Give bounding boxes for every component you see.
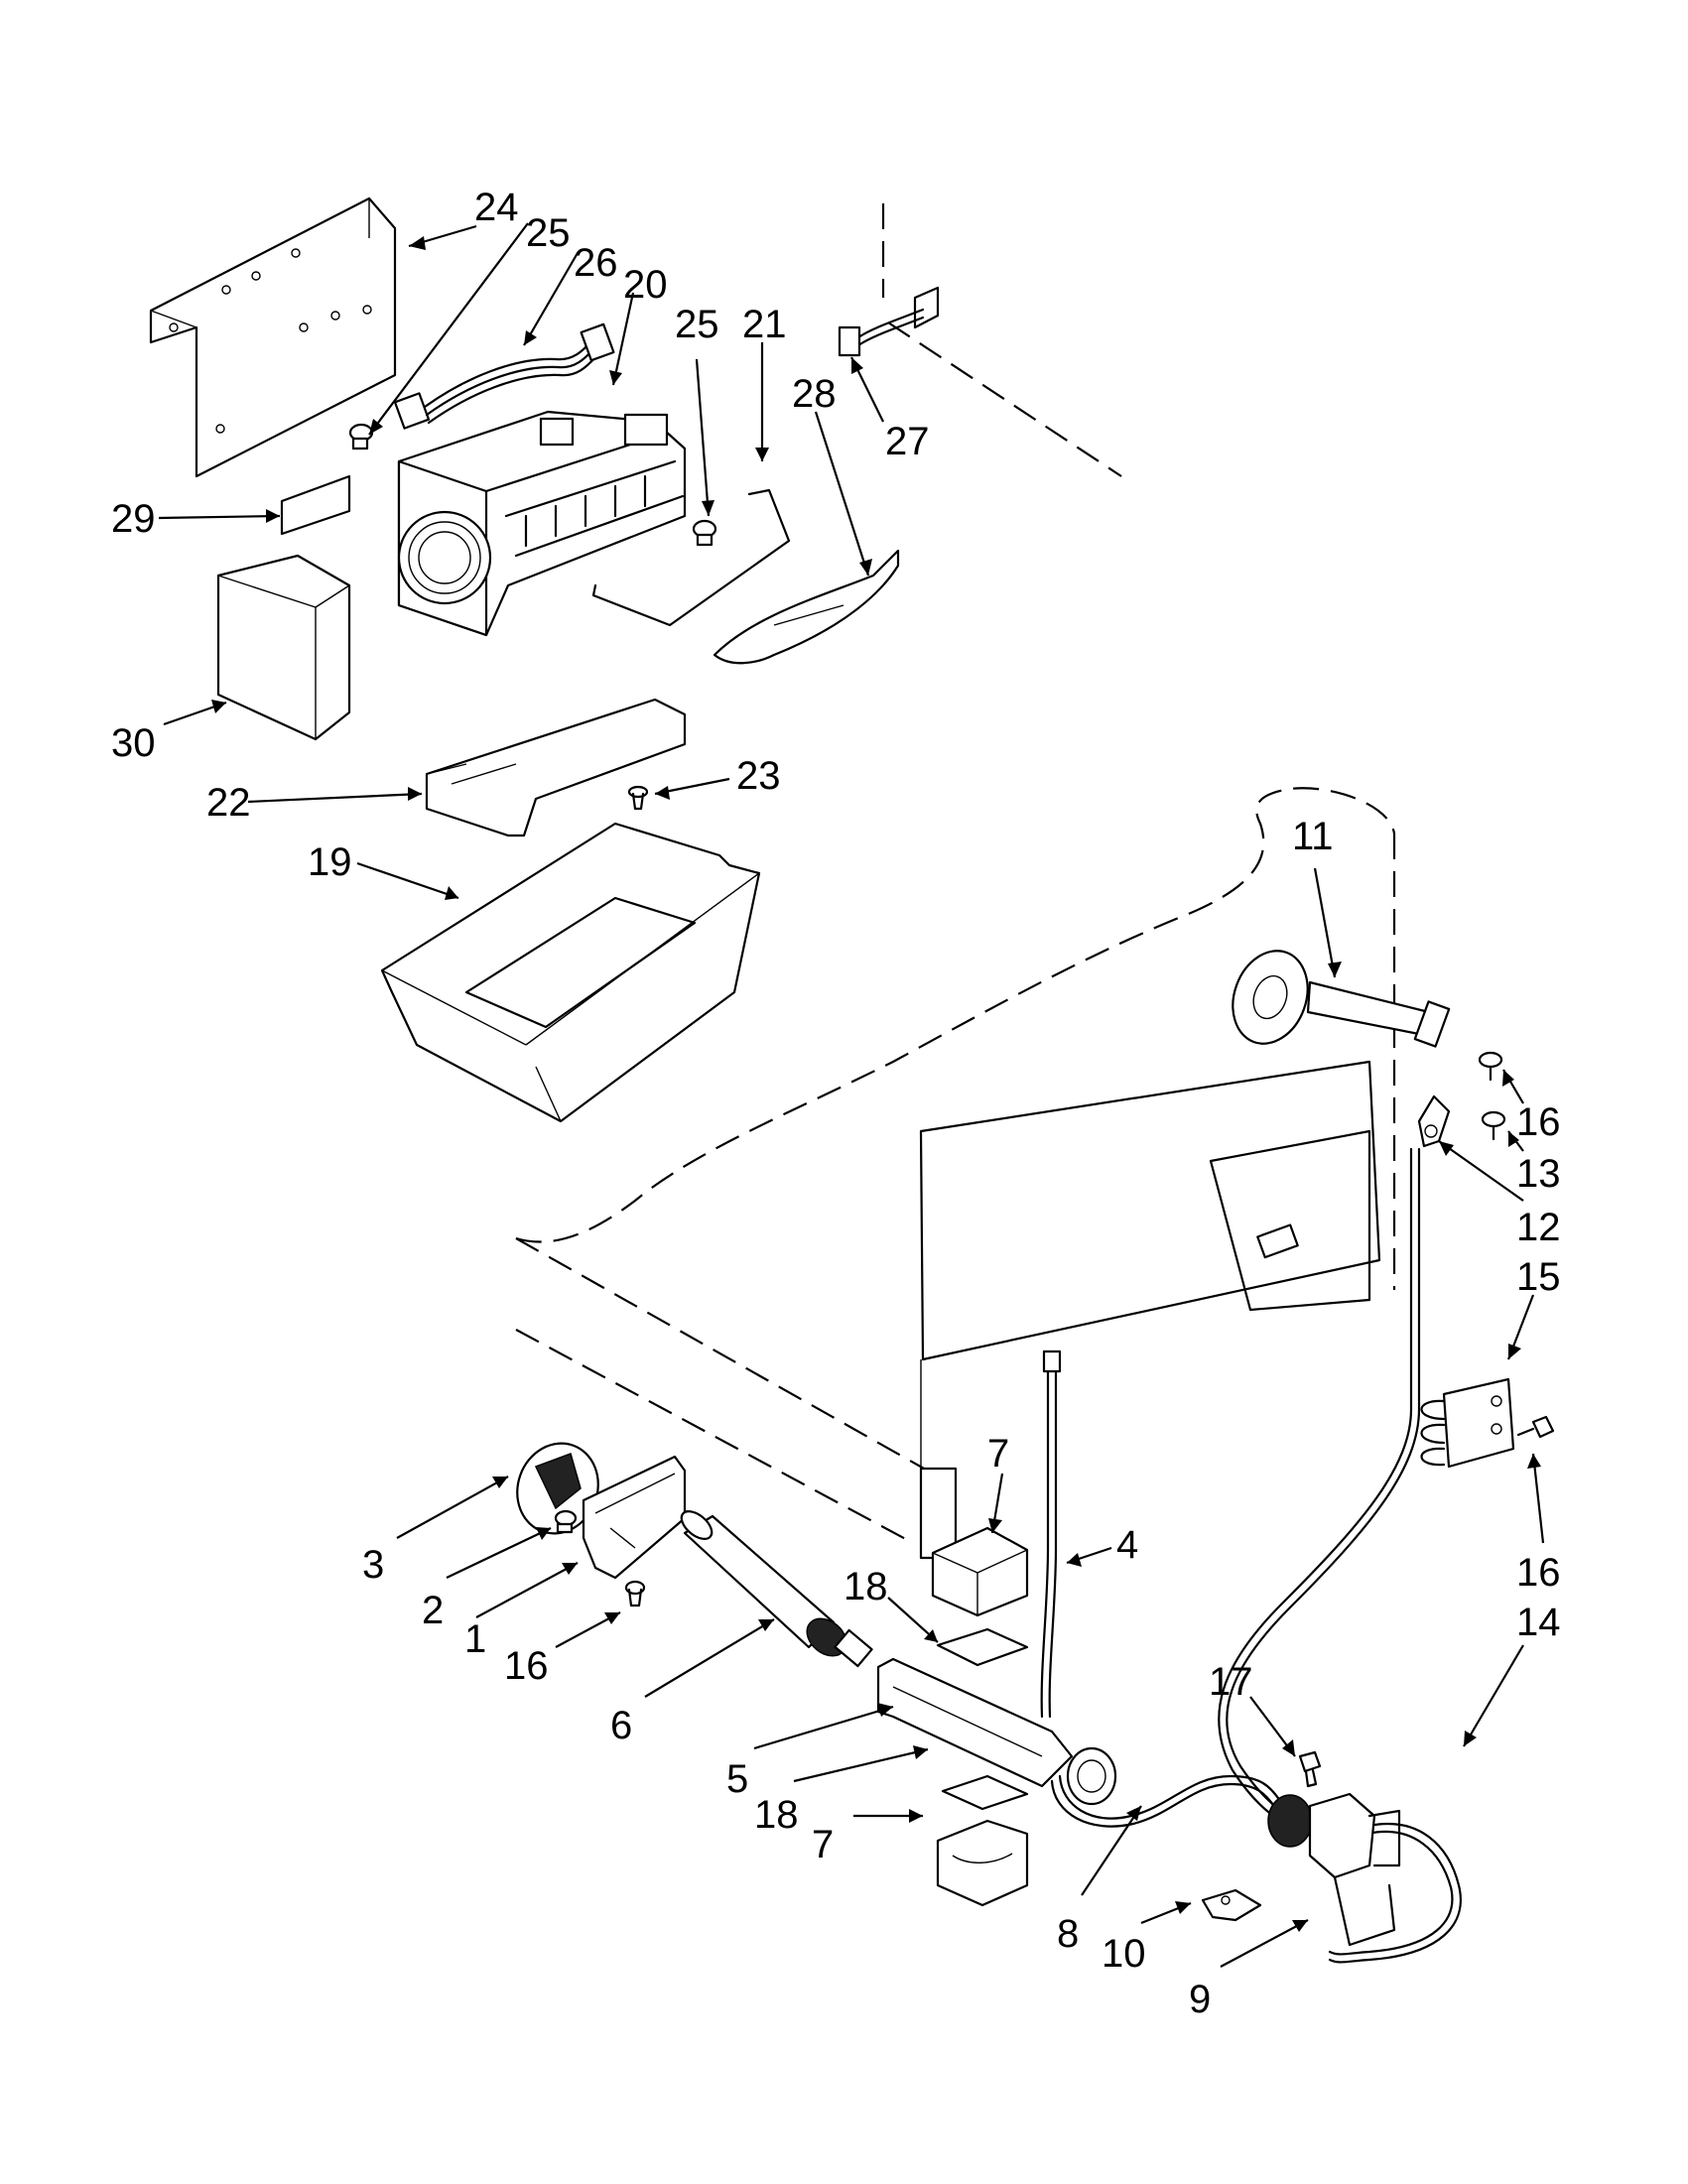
callout-20: 20: [623, 263, 668, 307]
callout-13: 13: [1516, 1152, 1561, 1196]
callout-8: 8: [1057, 1912, 1079, 1956]
clip-part-12: [1417, 1094, 1451, 1148]
screw-part-25a: [348, 423, 374, 450]
label-part-29: [280, 474, 351, 536]
cover-part-28: [713, 549, 900, 665]
callout-4: 4: [1116, 1523, 1138, 1567]
mounting-bracket-part-24: [149, 196, 397, 478]
plate-part-22: [425, 698, 687, 837]
cabinet-outline: [515, 787, 1396, 1560]
foam-block-part-7a: [931, 1526, 1029, 1617]
push-pin-part-23: [627, 785, 649, 811]
screw-part-17: [1298, 1750, 1322, 1788]
screw-part-16b: [1516, 1415, 1555, 1439]
screw-part-2: [554, 1509, 578, 1534]
callout-24: 24: [474, 186, 519, 229]
callout-5: 5: [726, 1757, 748, 1801]
fill-tube-part-11: [1232, 950, 1451, 1048]
callout-28: 28: [792, 372, 837, 416]
ice-maker-part-20: [397, 410, 687, 637]
water-valve-part-9: [1267, 1792, 1401, 1947]
callout-7a: 7: [987, 1432, 1009, 1476]
label-part-18a: [936, 1627, 1029, 1667]
box-part-30: [216, 554, 351, 741]
callout-labels: 24 25 26 20 25 21 28 27 29 30 22 23 19 1…: [111, 186, 1561, 2021]
water-filter-part-6: [680, 1510, 873, 1668]
callout-2: 2: [422, 1589, 444, 1632]
screw-part-13: [1481, 1110, 1506, 1141]
callout-14: 14: [1516, 1601, 1561, 1644]
callout-22: 22: [206, 781, 251, 825]
callout-16b: 16: [1516, 1551, 1561, 1595]
callout-7b: 7: [812, 1823, 834, 1866]
callout-18a: 18: [844, 1565, 888, 1608]
callout-3: 3: [362, 1543, 384, 1587]
push-pin-part-16c: [624, 1580, 646, 1607]
callout-11: 11: [1292, 815, 1334, 858]
bracket-plate-part-10: [1201, 1888, 1262, 1922]
callout-21: 21: [742, 303, 787, 346]
callout-30: 30: [111, 721, 156, 765]
callout-16c: 16: [504, 1644, 549, 1688]
callout-15: 15: [1516, 1255, 1561, 1299]
wire-harness-part-27: [838, 203, 1122, 477]
shutoff-arm-part-21: [591, 488, 791, 627]
callout-16a: 16: [1516, 1100, 1561, 1144]
foam-block-part-7b: [936, 1819, 1029, 1907]
callout-25b: 25: [675, 303, 719, 346]
callout-19: 19: [308, 840, 352, 884]
callout-27: 27: [885, 420, 930, 463]
callout-10: 10: [1102, 1932, 1146, 1976]
wire-harness-part-26: [393, 322, 615, 430]
water-tube-part-4: [1040, 1349, 1062, 1719]
callout-25a: 25: [526, 211, 571, 255]
leader-lines: [158, 222, 1545, 1968]
filter-bracket-part-1: [582, 1455, 687, 1580]
screw-part-25b: [692, 519, 717, 547]
label-part-18b: [941, 1774, 1029, 1811]
callout-1: 1: [464, 1617, 486, 1661]
callout-6: 6: [610, 1704, 632, 1747]
ice-bucket-part-19: [380, 822, 761, 1123]
callout-29: 29: [111, 497, 156, 541]
callout-12: 12: [1516, 1206, 1561, 1249]
tube-clip-part-15: [1420, 1377, 1515, 1469]
callout-18b: 18: [754, 1793, 799, 1837]
callout-17: 17: [1209, 1660, 1253, 1704]
callout-9: 9: [1189, 1978, 1211, 2021]
water-tube-part-8: [1058, 1774, 1282, 1820]
callout-23: 23: [736, 754, 781, 798]
water-tube-part-8-outline: [1050, 1779, 1277, 1828]
screw-part-16a: [1478, 1051, 1503, 1082]
callout-26: 26: [574, 241, 618, 285]
